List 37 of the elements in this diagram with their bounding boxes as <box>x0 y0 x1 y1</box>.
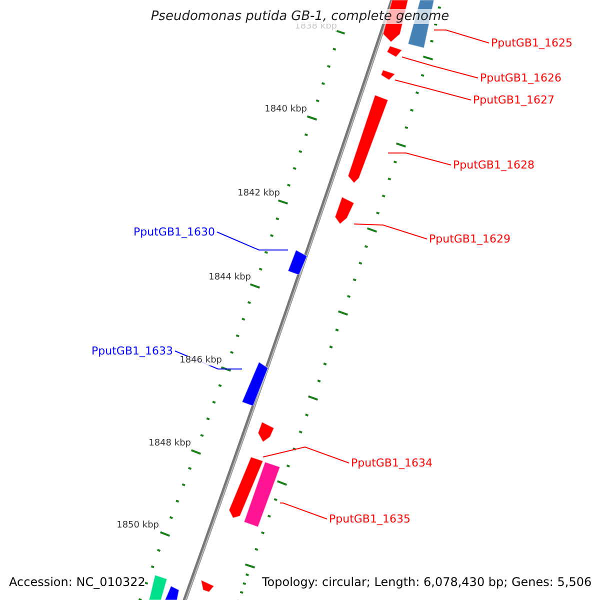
gene-feature <box>242 362 268 406</box>
leader-line <box>262 446 350 464</box>
gene-feature <box>387 46 402 57</box>
gene-feature <box>348 95 388 183</box>
info-text: Topology: circular; Length: 6,078,430 bp; Genes: 5,506 <box>262 576 592 588</box>
gene-feature <box>335 197 354 224</box>
gene-feature <box>258 422 274 442</box>
gene-label: PputGB1_1628 <box>453 158 534 172</box>
gene-label: PputGB1_1625 <box>491 36 572 50</box>
leader-line <box>354 224 428 240</box>
leader-line <box>216 232 288 250</box>
gene-label: PputGB1_1626 <box>480 72 562 84</box>
gene-label: PputGB1_1634 <box>351 456 432 470</box>
info-text: Accession: NC_010322 <box>9 576 146 588</box>
leader-line <box>388 152 452 166</box>
gene-feature <box>229 457 263 518</box>
leader-line <box>434 30 490 44</box>
position-label: 1846 kbp <box>180 356 222 366</box>
gene-feature <box>149 575 167 600</box>
leader-line <box>394 80 472 100</box>
gene-feature <box>244 462 280 527</box>
gene-label: PputGB1_1627 <box>473 94 554 106</box>
leader-line <box>402 56 478 78</box>
gene-label: PputGB1_1629 <box>429 232 510 246</box>
position-label: 1848 kbp <box>148 440 191 448</box>
position-label: 1840 kbp <box>264 106 307 114</box>
position-label: 1842 kbp <box>238 190 280 198</box>
gene-label: PputGB1_1630 <box>134 226 215 238</box>
gene-feature <box>201 580 214 592</box>
leader-line <box>280 502 328 520</box>
gene-label: PputGB1_1633 <box>92 344 173 358</box>
position-label: 1850 kbp <box>116 522 159 530</box>
gene-label: PputGB1_1635 <box>329 512 410 526</box>
gene-feature <box>288 250 307 275</box>
gene-feature <box>381 70 395 80</box>
position-label: 1844 kbp <box>208 274 251 282</box>
gene-feature <box>165 586 179 600</box>
